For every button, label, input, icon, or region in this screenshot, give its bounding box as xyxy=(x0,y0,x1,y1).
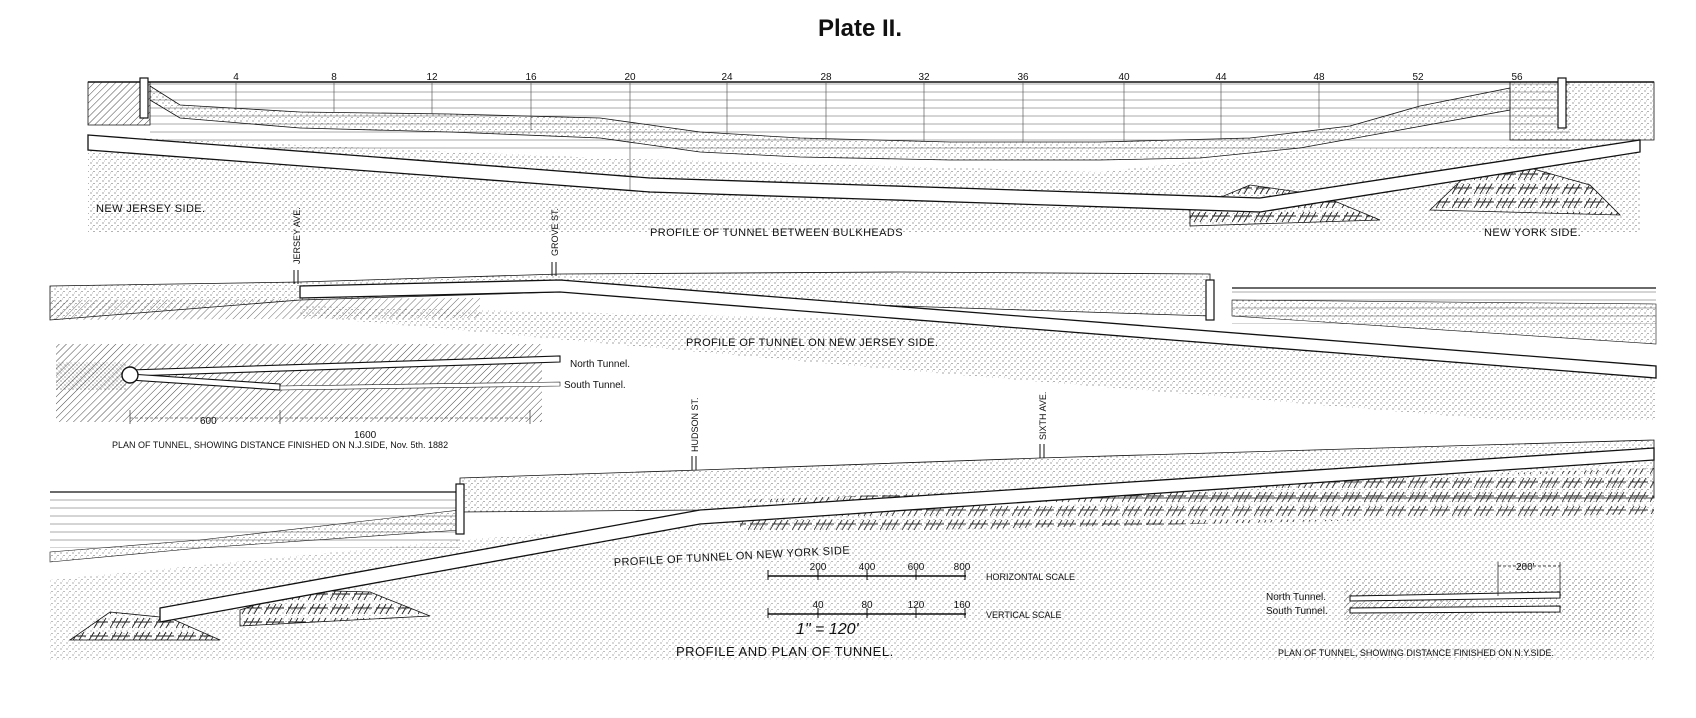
profile2-caption: PROFILE OF TUNNEL ON NEW JERSEY SIDE. xyxy=(686,337,938,349)
station-8: 8 xyxy=(331,72,337,83)
plan-ny-south-tunnel xyxy=(1349,605,1561,614)
station-48: 48 xyxy=(1313,72,1325,83)
station-56: 56 xyxy=(1511,72,1523,83)
profile-new-jersey-side: JERSEY AVE. GROVE ST. PROFILE OF TUNNEL … xyxy=(49,207,1657,420)
tunnel-profile-2 xyxy=(299,279,1657,379)
station-32: 32 xyxy=(918,72,930,83)
street-grove-st: GROVE ST. xyxy=(550,208,560,256)
nj-bulkhead xyxy=(139,77,149,119)
plan-nj-south-label: South Tunnel. xyxy=(564,380,626,391)
vscale-tick-160: 160 xyxy=(954,600,971,611)
plan-nj-dim-600: 600 xyxy=(200,416,217,427)
station-52: 52 xyxy=(1412,72,1424,83)
ny-bulkhead-3 xyxy=(455,483,465,535)
station-28: 28 xyxy=(820,72,832,83)
plan-ny-caption: PLAN OF TUNNEL, SHOWING DISTANCE FINISHE… xyxy=(1278,648,1554,658)
plan-ny-side: 200' North Tunnel. South Tunnel. PLAN OF… xyxy=(1266,562,1638,658)
profile1-caption: PROFILE OF TUNNEL BETWEEN BULKHEADS xyxy=(650,227,903,239)
vscale-tick-120: 120 xyxy=(908,600,925,611)
plan-nj-shaft-area xyxy=(56,362,126,390)
river-bed-2 xyxy=(1231,299,1657,345)
station-labels: 4 8 12 16 20 24 28 32 36 40 44 48 52 56 xyxy=(233,72,1523,83)
plan-nj-side: North Tunnel. South Tunnel. 600 1600 PLA… xyxy=(56,344,630,450)
station-12: 12 xyxy=(426,72,438,83)
main-caption: PROFILE AND PLAN OF TUNNEL. xyxy=(676,644,894,659)
hscale-tick-200: 200 xyxy=(810,562,827,573)
profile-between-bulkheads: 4 8 12 16 20 24 28 32 36 40 44 48 52 56 … xyxy=(87,72,1655,239)
scales: 200 400 600 800 HORIZONTAL SCALE 40 80 1… xyxy=(767,562,1075,638)
tunnel-profile-3 xyxy=(159,447,1655,623)
plan-ny-north-tunnel xyxy=(1349,591,1561,602)
vscale-label: VERTICAL SCALE xyxy=(986,610,1062,620)
ny-side-label: NEW YORK SIDE. xyxy=(1484,227,1581,239)
ny-bank xyxy=(1509,81,1655,141)
plan-nj-caption: PLAN OF TUNNEL, SHOWING DISTANCE FINISHE… xyxy=(112,440,448,450)
street-sixth-ave: SIXTH AVE. xyxy=(1038,392,1048,440)
station-16: 16 xyxy=(525,72,537,83)
profile-new-york-side: HUDSON ST. SIXTH AVE. PROFILE OF TUNNEL … xyxy=(49,392,1655,660)
plan-nj-north-label: North Tunnel. xyxy=(570,359,630,370)
handwritten-scale-note: 1" = 120' xyxy=(796,621,860,638)
station-24: 24 xyxy=(721,72,733,83)
plan-nj-dim-1600: 1600 xyxy=(354,430,377,441)
hscale-tick-400: 400 xyxy=(859,562,876,573)
plan-ny-north-label: North Tunnel. xyxy=(1266,592,1326,603)
nj-deep-ground xyxy=(300,306,1656,420)
street-jersey-ave: JERSEY AVE. xyxy=(292,207,302,264)
nj-side-label: NEW JERSEY SIDE. xyxy=(96,203,206,215)
plan-nj-shaft xyxy=(121,366,139,384)
vscale-tick-80: 80 xyxy=(861,600,873,611)
hscale-tick-600: 600 xyxy=(908,562,925,573)
tunnel-profile-1 xyxy=(87,134,1641,213)
station-36: 36 xyxy=(1017,72,1029,83)
hscale-label: HORIZONTAL SCALE xyxy=(986,572,1075,582)
street-hudson-st: HUDSON ST. xyxy=(690,397,700,452)
plate-title: Plate II. xyxy=(818,15,902,42)
vscale-tick-40: 40 xyxy=(812,600,824,611)
ny-bulkhead xyxy=(1557,77,1567,129)
ny-deep-ground xyxy=(50,478,1654,660)
station-44: 44 xyxy=(1215,72,1227,83)
plan-nj-south-tunnel-ext xyxy=(279,381,561,391)
nj-bulkhead-2 xyxy=(1205,279,1215,321)
nj-bank xyxy=(87,81,151,126)
plan-ny-dim-200: 200' xyxy=(1516,562,1535,573)
plan-nj-ground xyxy=(56,344,542,422)
plan-ny-south-label: South Tunnel. xyxy=(1266,606,1328,617)
station-40: 40 xyxy=(1118,72,1130,83)
station-20: 20 xyxy=(624,72,636,83)
hscale-tick-800: 800 xyxy=(954,562,971,573)
station-4: 4 xyxy=(233,72,239,83)
